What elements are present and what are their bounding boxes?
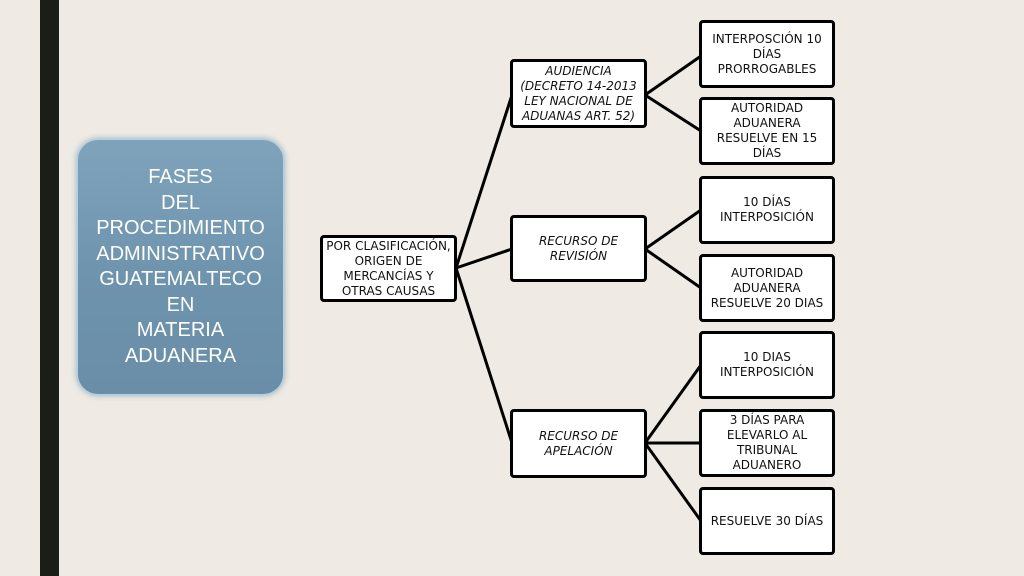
node-line: 3 DÍAS PARA xyxy=(729,413,805,427)
node-line: 10 DÍAS xyxy=(743,195,791,209)
node-line: ELEVARLO AL xyxy=(726,428,808,442)
node-line: 10 DIAS xyxy=(743,350,791,364)
node-line: REVISIÓN xyxy=(549,248,608,263)
level1-node-clasificacion: POR CLASIFICACIÓN, ORIGEN DE MERCANCÍAS … xyxy=(320,235,457,302)
leaf-node-resuelve-20-dias: AUTORIDAD ADUANERA RESUELVE 20 DIAS xyxy=(699,254,835,322)
level2-node-recurso-revision: RECURSO DE REVISIÓN xyxy=(510,215,647,282)
sidebar-bar xyxy=(40,0,59,576)
node-line: PRORROGABLES xyxy=(717,61,817,76)
node-line: OTRAS CAUSAS xyxy=(341,283,436,298)
node-line: ORIGEN DE xyxy=(354,253,423,268)
node-line: RESUELVE EN 15 xyxy=(716,131,818,145)
node-line: INTERPOSICIÓN xyxy=(720,210,814,224)
node-line: ADUANERO xyxy=(732,458,802,472)
connector-revision-to-leaf4 xyxy=(643,247,703,290)
root-line: FASES xyxy=(148,166,213,188)
leaf-node-10-dias-interposicion-apelacion: 10 DIAS INTERPOSICIÓN xyxy=(699,331,835,399)
node-line: LEY NACIONAL DE xyxy=(524,93,633,108)
node-line: RECURSO DE xyxy=(538,233,619,248)
connector-audiencia-to-leaf1 xyxy=(643,54,703,97)
connector-level1-to-apelacion xyxy=(454,266,514,445)
connector-apelacion-to-leaf7 xyxy=(643,441,703,523)
node-line: RESUELVE 30 DÍAS xyxy=(710,513,824,528)
node-line: AUTORIDAD xyxy=(730,101,804,115)
root-line: EN xyxy=(166,293,195,316)
leaf-node-resuelve-30-dias: RESUELVE 30 DÍAS xyxy=(699,487,835,555)
leaf-node-interposicion-prorrogables: INTERPOSCIÓN 10 DÍAS PRORROGABLES xyxy=(699,20,835,88)
node-line: ADUANERA xyxy=(733,116,801,130)
connector-audiencia-to-leaf2 xyxy=(643,93,703,133)
node-line: INTERPOSCIÓN 10 xyxy=(712,31,822,46)
node-line: APELACIÓN xyxy=(544,443,613,458)
root-line: GUATEMALTECO xyxy=(99,268,262,290)
root-node-fases-procedimiento: FASES DEL PROCEDIMIENTO ADMINISTRATIVO G… xyxy=(76,138,285,396)
node-line: AUDIENCIA xyxy=(545,63,612,78)
node-line: ADUANAS ART. 52) xyxy=(521,108,636,123)
leaf-node-3-dias-tribunal: 3 DÍAS PARA ELEVARLO AL TRIBUNAL ADUANER… xyxy=(699,409,835,477)
leaf-node-10-dias-interposicion: 10 DÍAS INTERPOSICIÓN xyxy=(699,176,835,244)
root-line: PROCEDIMIENTO xyxy=(96,217,265,239)
node-line: AUTORIDAD xyxy=(730,265,804,280)
node-line: DÍAS xyxy=(752,146,782,160)
level2-node-audiencia: AUDIENCIA (DECRETO 14-2013 LEY NACIONAL … xyxy=(510,59,647,128)
connector-level1-to-audiencia xyxy=(454,93,514,270)
node-line: RECURSO DE xyxy=(538,428,619,443)
connector-apelacion-to-leaf5 xyxy=(643,363,703,445)
node-line: INTERPOSICIÓN xyxy=(720,365,814,379)
node-line: MERCANCÍAS Y xyxy=(343,268,434,283)
root-line: ADUANERA xyxy=(124,344,237,367)
node-line: (DECRETO 14-2013 xyxy=(520,78,637,93)
node-line: TRIBUNAL xyxy=(736,443,798,457)
leaf-node-resuelve-15-dias: AUTORIDAD ADUANERA RESUELVE EN 15 DÍAS xyxy=(699,97,835,165)
connector-level1-to-revision xyxy=(454,247,514,270)
node-line: POR CLASIFICACIÓN, xyxy=(326,238,451,253)
root-line: ADMINISTRATIVO xyxy=(96,242,265,265)
connector-revision-to-leaf3 xyxy=(643,208,703,251)
node-line: RESUELVE 20 DIAS xyxy=(710,295,824,310)
level2-node-recurso-apelacion: RECURSO DE APELACIÓN xyxy=(510,409,647,478)
root-line: MATERIA xyxy=(136,319,225,341)
root-line: DEL xyxy=(161,191,200,214)
node-line: ADUANERA xyxy=(733,280,801,295)
node-line: DÍAS xyxy=(752,46,782,61)
